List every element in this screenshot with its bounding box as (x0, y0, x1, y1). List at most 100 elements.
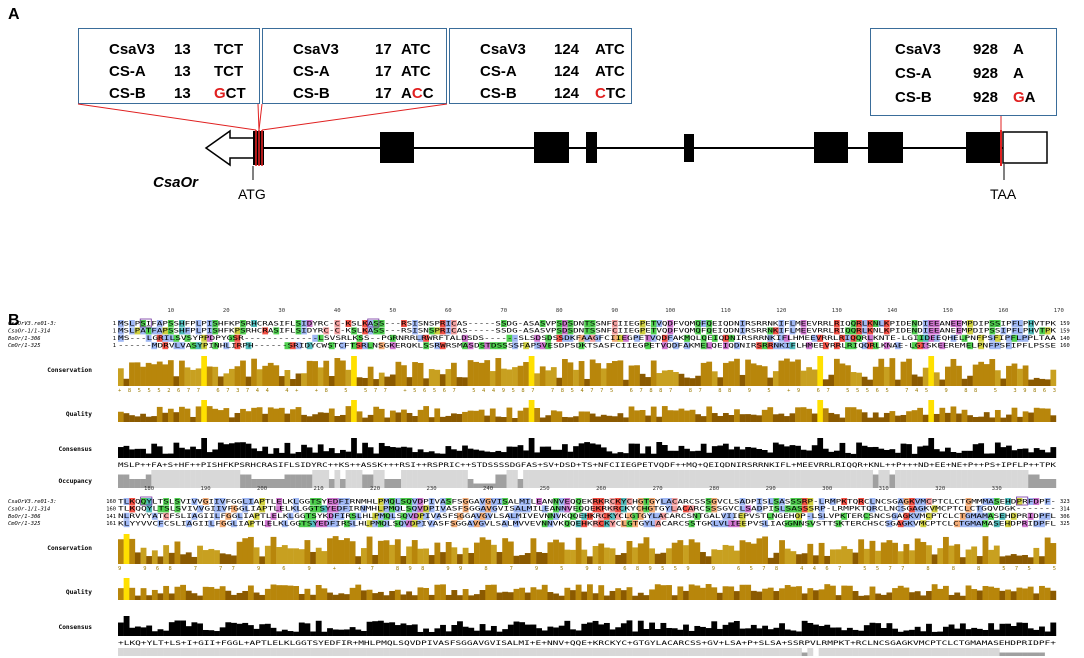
residue-highlight (716, 520, 723, 528)
conservation-bar (123, 378, 130, 386)
conservation-bar (756, 365, 763, 386)
quality-bar (462, 589, 469, 600)
conservation-bar (900, 361, 907, 386)
consensus-bar (123, 616, 130, 636)
quality-bar (956, 413, 962, 422)
conservation-bar (536, 552, 542, 564)
quality-bar (634, 410, 640, 422)
residue-highlight (162, 327, 169, 335)
residue-highlight (920, 505, 927, 513)
ruler-tick-label: 220 (370, 486, 380, 492)
quality-bar (417, 409, 424, 422)
occupancy-bar (168, 648, 175, 656)
occupancy-bar (895, 470, 901, 488)
residue-highlight (722, 520, 729, 528)
consensus-bar (262, 446, 269, 458)
residue-highlight (867, 327, 874, 335)
quality-bar (495, 416, 502, 422)
residue-highlight (145, 334, 152, 342)
residue-highlight (553, 505, 559, 513)
residue-highlight (545, 342, 552, 350)
conservation-bar (999, 556, 1006, 564)
conservation-bar (950, 358, 957, 386)
quality-bar (589, 413, 596, 422)
conservation-bar (212, 366, 219, 386)
conservation-bar (761, 366, 768, 386)
exon-5 (684, 134, 694, 162)
conservation-bar (295, 373, 302, 386)
quality-bar (451, 590, 458, 600)
occupancy-bar (637, 648, 644, 656)
quality-bar (645, 415, 652, 422)
ruler-tick-label: 170 (1054, 308, 1064, 314)
quality-bar (162, 412, 169, 422)
residue-highlight (761, 342, 768, 350)
residue-highlight (489, 342, 496, 350)
residue-highlight (295, 342, 302, 350)
occupancy-bar (530, 648, 537, 656)
residue-highlight (179, 320, 185, 327)
residue-highlight (223, 342, 230, 350)
conservation-bar (700, 362, 707, 386)
residue-highlight (553, 512, 559, 520)
quality-bar (944, 412, 951, 422)
quality-bar (445, 594, 452, 600)
occupancy-bar (281, 648, 288, 656)
residue-highlight (673, 342, 679, 350)
quality-bar (262, 413, 269, 422)
conservation-bar (1027, 557, 1034, 564)
quality-bar (287, 585, 294, 600)
residue-highlight (645, 342, 652, 350)
occupancy-bar (671, 648, 678, 656)
quality-bar (971, 589, 978, 600)
consensus-bar (490, 625, 497, 636)
residue-highlight (157, 520, 164, 528)
consensus-bar (134, 626, 141, 636)
residue-highlight (411, 505, 418, 513)
conservation-bar (273, 365, 280, 386)
consensus-bar (1017, 448, 1023, 458)
residue-highlight (558, 505, 565, 513)
consensus-bar (828, 451, 835, 458)
consensus-bar (745, 447, 751, 458)
conservation-bar (689, 378, 696, 386)
conservation-bar (134, 552, 141, 564)
consensus-bar (362, 442, 368, 458)
conservation-bar (722, 544, 729, 564)
conservation-bar (315, 547, 322, 564)
residue-highlight (332, 498, 339, 505)
consensus-sequence: MSLP++FA+S+HF++PISHFKPSRHCRASIFLSIDYRC++… (118, 463, 1057, 469)
occupancy-bar (967, 470, 973, 488)
residue-highlight (567, 320, 574, 327)
residue-highlight (338, 505, 345, 513)
consensus-bar (156, 446, 163, 458)
conservation-bar (264, 545, 271, 564)
occupancy-bar (495, 474, 502, 488)
exon-7 (868, 132, 903, 163)
quality-bar (914, 591, 921, 600)
conservation-bar (705, 556, 712, 564)
panel-b-label: B (8, 312, 20, 329)
occupancy-bar (545, 470, 552, 488)
conservation-bar (573, 369, 579, 386)
quality-bar (1028, 412, 1034, 422)
conservation-bar (562, 359, 568, 386)
conservation-bar (500, 368, 507, 386)
residue-highlight (1017, 320, 1023, 327)
conservation-bar (728, 361, 735, 386)
residue-highlight (495, 342, 502, 350)
conservation-bar (118, 539, 124, 564)
occupancy-bar (911, 470, 918, 488)
quality-bar (722, 412, 729, 422)
residue-highlight (914, 498, 921, 505)
quality-bar (547, 592, 554, 600)
conservation-bar (677, 540, 684, 564)
consensus-bar (684, 448, 690, 458)
conservation-bar (517, 365, 524, 386)
quality-bar (168, 593, 175, 600)
conservation-bar (174, 541, 181, 564)
quality-bar (550, 410, 557, 422)
occupancy-bar (273, 479, 280, 488)
